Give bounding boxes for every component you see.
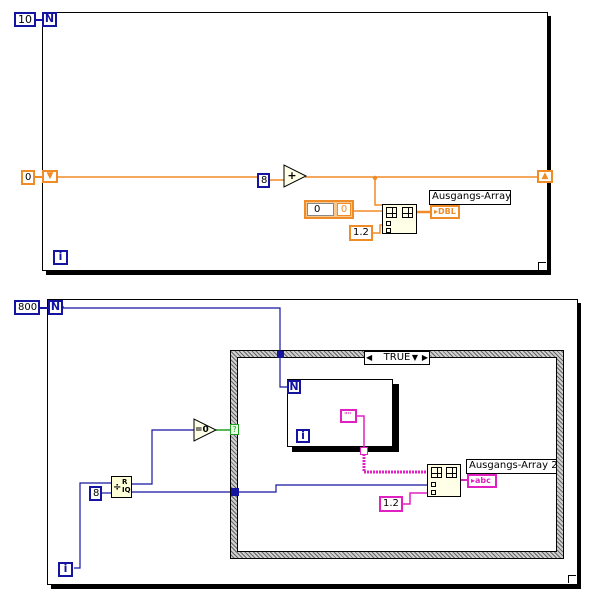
indicator-arrow-icon: ▸ bbox=[471, 476, 476, 485]
loop1-count-constant[interactable]: 10 bbox=[14, 12, 36, 27]
inner-loop-iteration-terminal: i bbox=[296, 429, 310, 443]
array-grid-icon bbox=[446, 467, 457, 478]
loop2-divisor-constant[interactable]: 8 bbox=[89, 486, 102, 501]
loop1-add-constant[interactable]: 8 bbox=[257, 173, 270, 188]
case-next-icon[interactable]: ▶ bbox=[421, 353, 428, 362]
loop2-count-terminal: N bbox=[48, 300, 63, 315]
for-loop-1[interactable] bbox=[42, 12, 548, 271]
loop1-init-wire bbox=[35, 176, 42, 178]
equals-zero-operator[interactable]: =0 bbox=[195, 425, 209, 435]
array-value-constant[interactable]: 0 bbox=[337, 203, 351, 216]
loop1-array-indicator[interactable]: ▸DBL bbox=[430, 205, 460, 219]
node-port-icon bbox=[386, 228, 391, 233]
loop1-count-wire bbox=[36, 19, 42, 21]
loop2-count-constant[interactable]: 800 bbox=[14, 300, 40, 315]
loop1-shift-init-constant[interactable]: 0 bbox=[21, 170, 35, 185]
replace-array-subset-node[interactable] bbox=[382, 204, 417, 234]
loop2-indicator-type: abc bbox=[475, 476, 491, 485]
case-dropdown-icon[interactable]: ▼ bbox=[411, 353, 418, 362]
node-port-icon bbox=[386, 221, 391, 226]
loop1-iteration-terminal: i bbox=[53, 250, 68, 265]
replace-array-subset-node-2[interactable] bbox=[427, 464, 461, 497]
quotient-remainder-node[interactable]: ÷ R IQ bbox=[111, 476, 132, 498]
shift-register-left-icon[interactable]: ▼ bbox=[42, 170, 58, 183]
inner-loop-string-tunnel bbox=[360, 447, 368, 455]
inner-loop-count-terminal: N bbox=[287, 380, 301, 394]
loop2-element-constant[interactable]: 1.2 bbox=[379, 496, 403, 512]
loop1-indicator-label: Ausgangs-Array bbox=[429, 190, 511, 205]
case-prev-icon[interactable]: ◀ bbox=[366, 353, 373, 362]
loop1-count-terminal: N bbox=[42, 12, 57, 27]
node-port-icon bbox=[431, 482, 436, 487]
case-selector-value: TRUE bbox=[383, 352, 411, 363]
divide-icon: ÷ bbox=[113, 482, 122, 493]
array-grid-icon bbox=[402, 207, 413, 218]
array-grid-icon bbox=[386, 207, 397, 218]
loop2-iteration-terminal: i bbox=[58, 562, 73, 577]
add-operator[interactable]: + bbox=[287, 169, 297, 182]
loop2-resize-handle-icon[interactable] bbox=[568, 575, 576, 583]
indicator-arrow-icon: ▸ bbox=[434, 207, 439, 216]
loop2-indicator-label: Ausgangs-Array 2 bbox=[466, 459, 558, 474]
array-grid-icon bbox=[431, 467, 442, 478]
loop1-resize-handle-icon[interactable] bbox=[538, 262, 546, 270]
loop2-count-wire bbox=[40, 307, 48, 309]
loop1-indicator-type: DBL bbox=[438, 207, 456, 216]
empty-string-constant[interactable]: "" bbox=[340, 409, 357, 423]
loop2-array-indicator[interactable]: ▸abc bbox=[467, 474, 497, 488]
shift-register-right-icon[interactable]: ▲ bbox=[537, 170, 553, 183]
quotient-remainder-label: R IQ bbox=[122, 478, 131, 494]
loop1-element-constant[interactable]: 1.2 bbox=[349, 225, 373, 241]
boolean-selector-tunnel[interactable]: ? bbox=[230, 424, 239, 435]
case-selector[interactable]: ◀ TRUE ▼ ▶ bbox=[364, 351, 430, 365]
node-port-icon bbox=[431, 490, 436, 495]
case-structure-outline bbox=[230, 350, 564, 559]
case-tunnel-quotient bbox=[231, 488, 239, 496]
array-index-constant[interactable]: 0 bbox=[307, 203, 334, 216]
case-tunnel-count bbox=[277, 351, 284, 358]
